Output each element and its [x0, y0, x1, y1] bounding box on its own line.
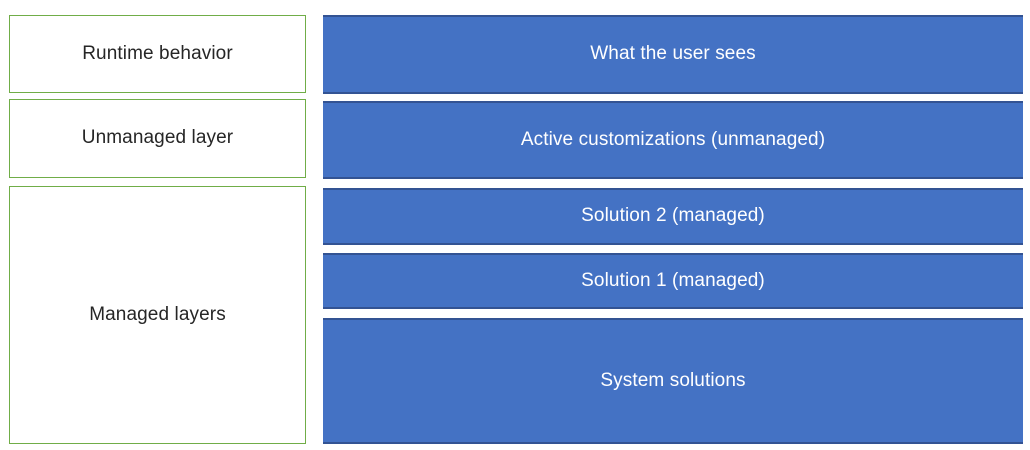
- category-box-runtime-behavior: Runtime behavior: [9, 15, 306, 93]
- category-label-unmanaged-layer: Unmanaged layer: [81, 127, 234, 149]
- category-box-unmanaged-layer: Unmanaged layer: [9, 99, 306, 178]
- layer-label-active-customizations: Active customizations (unmanaged): [520, 128, 826, 150]
- layer-label-solution-2: Solution 2 (managed): [581, 205, 765, 227]
- layer-bar-active-customizations: Active customizations (unmanaged): [323, 101, 1023, 179]
- layer-bar-solution-2: Solution 2 (managed): [323, 188, 1023, 245]
- category-label-runtime-behavior: Runtime behavior: [82, 42, 233, 64]
- layer-bar-solution-1: Solution 1 (managed): [323, 253, 1023, 309]
- layer-bar-what-the-user-sees: What the user sees: [323, 15, 1023, 94]
- layer-label-what-the-user-sees: What the user sees: [590, 43, 756, 65]
- layer-label-system-solutions: System solutions: [600, 369, 746, 391]
- category-box-managed-layers: Managed layers: [9, 186, 306, 444]
- layer-bar-system-solutions: System solutions: [323, 318, 1023, 444]
- category-label-managed-layers: Managed layers: [89, 303, 226, 325]
- layer-label-solution-1: Solution 1 (managed): [581, 269, 765, 291]
